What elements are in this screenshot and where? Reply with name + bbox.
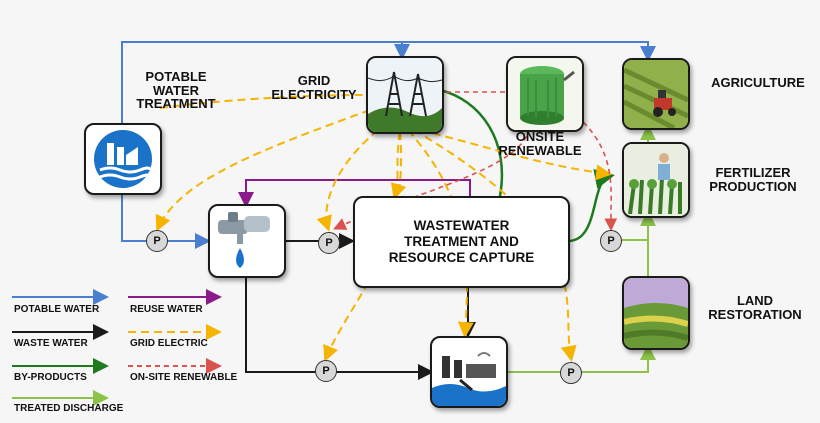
land-field-icon [624,278,688,348]
onsite-renewable-node [506,56,584,132]
discharge-plant-icon [432,352,506,406]
land-restoration-node [622,276,690,350]
fertilizer-crop-icon [624,144,688,216]
label-potable-water-treatment: POTABLE WATER TREATMENT [136,69,216,112]
legend-lines [12,289,222,406]
faucet-icon [218,212,270,268]
onsite-renewable-lines [333,91,618,232]
pump-potable: P [146,230,168,252]
biogas-tank-icon [508,58,582,130]
legend-by-products: BY-PRODUCTS [14,372,87,383]
faucet-node [208,204,286,278]
farm-tractor-icon [624,60,688,128]
water-treatment-icon [94,130,152,188]
label-land-restoration: LAND RESTORATION [708,293,802,322]
reuse-water-lines [238,179,471,208]
potable-water-treatment-node [84,123,162,195]
legend-potable-water: POTABLE WATER [14,304,100,315]
legend-reuse-water: REUSE WATER [130,304,203,315]
pump-byproducts: P [600,230,622,252]
potable-water-lines [121,41,656,249]
legend-treated-discharge: TREATED DISCHARGE [14,403,124,414]
discharge-node [430,336,508,408]
pump-discharge-left: P [315,360,337,382]
grid-electricity-node [366,56,444,134]
wastewater-treatment-center: WASTEWATER TREATMENT AND RESOURCE CAPTUR… [353,196,570,288]
pump-discharge-right: P [560,362,582,384]
power-line-icon [368,58,442,132]
agriculture-node [622,58,690,130]
treated-discharge-lines [505,124,656,373]
label-onsite-renewable: ONSITE RENEWABLE [498,129,582,158]
label-agriculture: AGRICULTURE [711,75,805,90]
legend-grid-electric: GRID ELECTRIC [130,338,208,349]
label-fertilizer-production: FERTILIZER PRODUCTION [709,165,797,194]
label-grid-electricity: GRID ELECTRICITY [271,73,357,102]
legend-onsite-renewable: ON-SITE RENEWABLE [130,372,238,383]
fertilizer-node [622,142,690,218]
legend-waste-water: WASTE WATER [14,338,88,349]
pump-wastewater: P [318,232,340,254]
